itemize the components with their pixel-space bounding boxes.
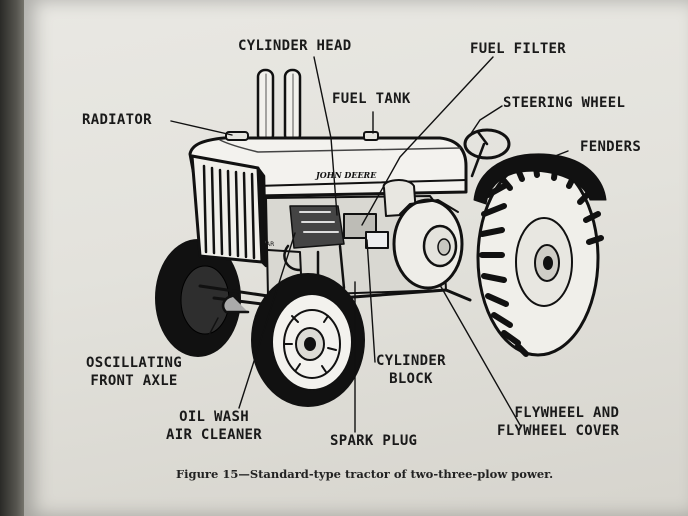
label-steering-wheel: STEERING WHEEL <box>503 95 626 111</box>
label-flywheel-line2: FLYWHEEL COVER <box>497 423 620 439</box>
label-cylinder-block-line2: BLOCK <box>389 371 433 387</box>
label-spark-plug: SPARK PLUG <box>330 433 418 449</box>
label-oscillating-front-axle-line1: OSCILLATING <box>86 355 183 371</box>
label-fuel-tank: FUEL TANK <box>332 91 411 107</box>
label-fuel-filter: FUEL FILTER <box>470 41 567 57</box>
grille-badge-text: AR <box>266 241 274 248</box>
label-radiator: RADIATOR <box>82 112 152 128</box>
label-oil-wash-air-cleaner: OIL WASH AIR CLEANER <box>166 408 262 444</box>
front-wheel <box>251 273 365 407</box>
hood-brand-text: JOHN DEERE <box>314 170 377 180</box>
leader-lines <box>170 56 569 433</box>
label-cylinder-block-line1: CYLINDER <box>376 353 446 369</box>
steering-wheel <box>463 128 511 160</box>
label-cylinder-block: CYLINDER BLOCK <box>376 352 446 388</box>
figure-caption: Figure 15—Standard-type tractor of two-t… <box>176 467 554 481</box>
label-fenders: FENDERS <box>580 139 642 155</box>
label-oil-wash-line2: AIR CLEANER <box>166 427 263 443</box>
fender <box>473 153 607 205</box>
rear-wheel <box>476 158 604 357</box>
label-oscillating-front-axle: OSCILLATING FRONT AXLE <box>86 354 182 390</box>
label-flywheel: FLYWHEEL AND FLYWHEEL COVER <box>497 404 619 440</box>
label-oscillating-front-axle-line2: FRONT AXLE <box>90 373 178 389</box>
label-cylinder-head: CYLINDER HEAD <box>238 38 352 54</box>
label-flywheel-line1: FLYWHEEL AND <box>514 405 620 421</box>
label-oil-wash-line1: OIL WASH <box>179 409 249 425</box>
